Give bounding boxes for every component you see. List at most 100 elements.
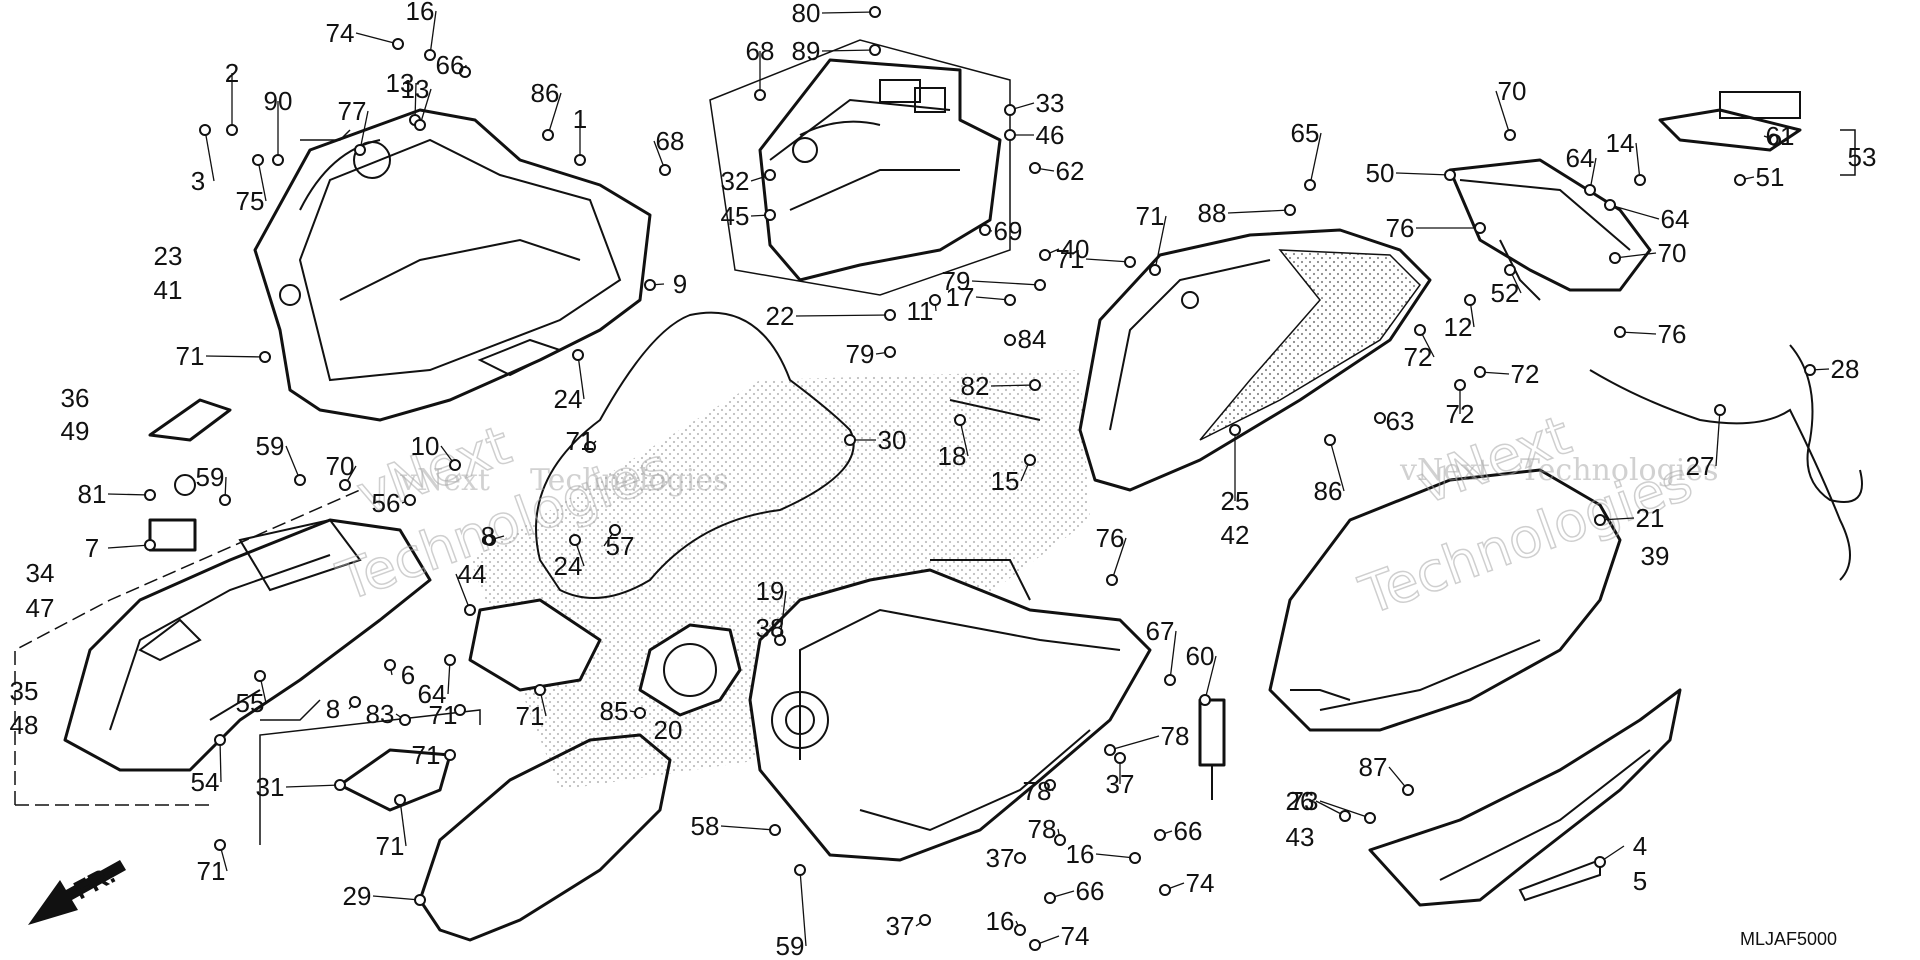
fastener-part — [929, 294, 941, 306]
part-number-label: 53 — [1848, 142, 1877, 172]
leader-line — [1715, 409, 1721, 467]
fastener-part — [1159, 884, 1171, 896]
part-number-label: 61 — [1766, 121, 1795, 151]
part-number-label: 51 — [1756, 162, 1785, 192]
fastener-part — [399, 714, 411, 726]
leader-line — [779, 590, 787, 641]
part-number-label: 13 — [401, 74, 430, 104]
harness-28 — [1789, 344, 1863, 503]
fastener-part — [542, 129, 554, 141]
part-number-label: 26 — [1286, 786, 1315, 816]
fastener-part — [1039, 249, 1051, 261]
part-number-label: 70 — [326, 451, 355, 481]
front-direction-arrow: FR. — [28, 859, 126, 925]
leader-line — [1227, 209, 1291, 214]
fastener-part — [144, 539, 156, 551]
leader-line — [257, 159, 267, 202]
leader-line — [971, 280, 1041, 286]
fastener-part — [844, 434, 856, 446]
fastener-part — [1044, 892, 1056, 904]
part-number-label: 90 — [264, 86, 293, 116]
fastener-part — [954, 414, 966, 426]
leader-line — [429, 10, 437, 56]
part-number-label: 14 — [1606, 128, 1635, 158]
part-number-label: 64 — [1661, 204, 1690, 234]
part-number-label: 37 — [986, 843, 1015, 873]
part-number-label: 76 — [1386, 213, 1415, 243]
leader-line — [359, 110, 369, 151]
leader-line — [1111, 537, 1127, 581]
leader-line — [547, 92, 562, 136]
part-number-label: 4 — [1633, 831, 1647, 861]
fastener-part — [1054, 834, 1066, 846]
part-number-label: 71 — [412, 740, 441, 770]
part-number-label: 18 — [938, 441, 967, 471]
fastener-part — [1594, 856, 1606, 868]
fastener-part — [769, 824, 781, 836]
part-number-label: 64 — [1566, 143, 1595, 173]
fastener-part — [1106, 574, 1118, 586]
emblem-part — [1658, 91, 1802, 152]
rod-18 — [949, 399, 1041, 421]
part-number-label: 74 — [326, 18, 355, 48]
fastener-part — [1454, 379, 1466, 391]
gasket-part — [638, 623, 742, 717]
fastener-part — [884, 346, 896, 358]
fastener-part — [1714, 404, 1726, 416]
part-number-label: 36 — [61, 383, 90, 413]
part-number-label: 22 — [766, 301, 795, 331]
fastener-part — [1029, 379, 1041, 391]
part-number-label: 9 — [673, 269, 687, 299]
fastener-part — [214, 734, 226, 746]
part-number-label: 7 — [85, 533, 99, 563]
part-number-label: 33 — [1036, 88, 1065, 118]
leader-line — [799, 869, 807, 947]
leader-line — [1635, 142, 1641, 181]
fastener-part — [1124, 256, 1136, 268]
fastener-part — [1374, 412, 1386, 424]
fastener-part — [1044, 779, 1056, 791]
group-line-34 — [14, 489, 361, 805]
fastener-part — [1164, 674, 1176, 686]
leader-line — [399, 799, 407, 847]
part-number-label: 55 — [236, 688, 265, 718]
part-number-label: 12 — [1444, 312, 1473, 342]
part-number-label: 39 — [1641, 541, 1670, 571]
part-number-label: 17 — [946, 282, 975, 312]
leader-line — [455, 573, 471, 611]
leader-line — [205, 355, 266, 358]
part-number-label: 74 — [1186, 868, 1215, 898]
fastener-part — [1769, 134, 1781, 146]
fastener-part — [1584, 184, 1596, 196]
part-number-label: 10 — [411, 431, 440, 461]
part-number-label: 27 — [1686, 451, 1715, 481]
part-number-label: 71 — [376, 831, 405, 861]
part-number-label: 68 — [746, 36, 775, 66]
part-number-label: 57 — [606, 531, 635, 561]
fastener-part — [869, 44, 881, 56]
part-number-label: 72 — [1446, 399, 1475, 429]
svg-text:vNext: vNext — [1399, 453, 1490, 488]
part-number-label: 46 — [1036, 120, 1065, 150]
part-number-label: 37 — [886, 911, 915, 941]
part-number-label: 82 — [961, 371, 990, 401]
part-number-label: 30 — [878, 425, 907, 455]
fastener-part — [1114, 752, 1126, 764]
fastener-part — [1734, 174, 1746, 186]
part-number-label: 25 — [1221, 486, 1250, 516]
leader-line — [1169, 630, 1177, 681]
fastener-part — [1324, 434, 1336, 446]
part-number-label: 71 — [1056, 244, 1085, 274]
leader-line — [821, 11, 876, 14]
part-number-label: 34 — [26, 558, 55, 588]
svg-text:Technologies: Technologies — [1520, 453, 1719, 488]
part-number-label: 59 — [776, 931, 805, 960]
part-number-label: 79 — [942, 266, 971, 296]
leader-line — [795, 314, 891, 317]
part-number-label: 2 — [225, 58, 239, 88]
fastener-part — [144, 489, 156, 501]
fastener-part — [424, 49, 436, 61]
part-number-label: 24 — [554, 384, 583, 414]
